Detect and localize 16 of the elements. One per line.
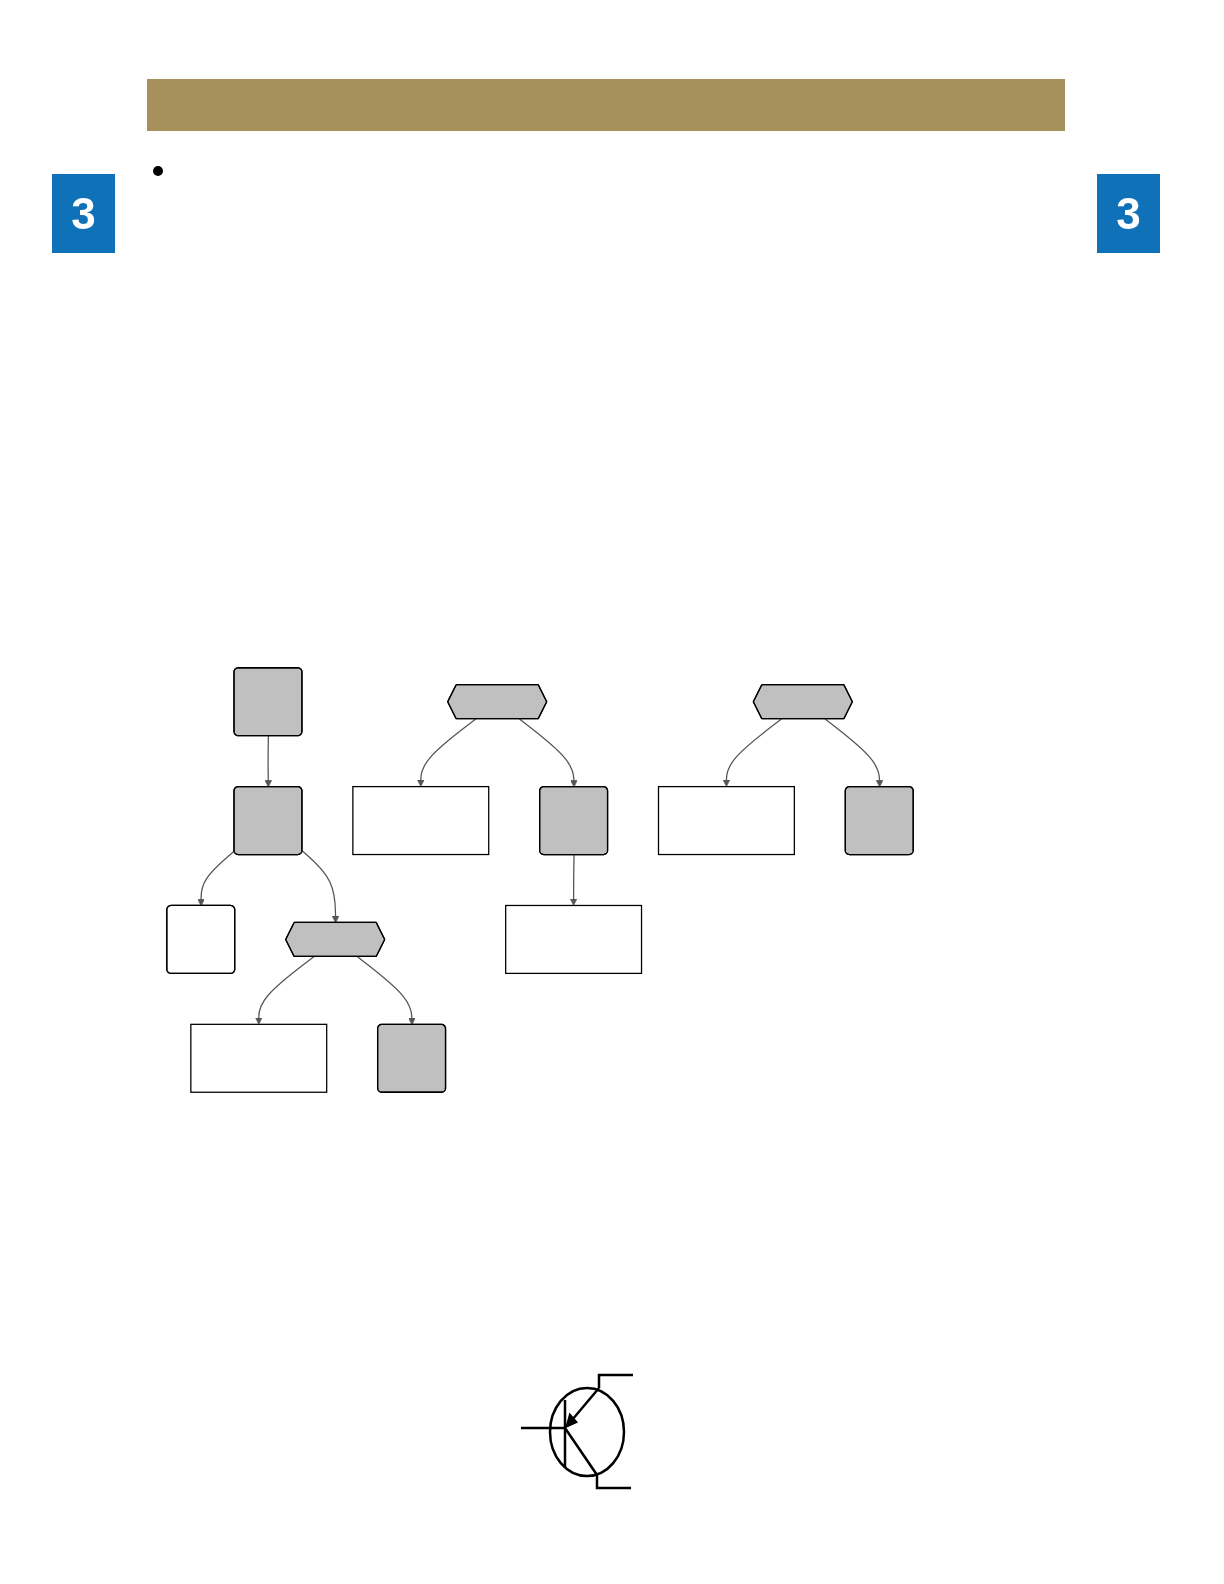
arrow — [417, 718, 477, 787]
node-box — [657, 785, 795, 856]
arrow — [255, 956, 315, 1025]
arrow — [197, 850, 236, 907]
arrow — [824, 718, 884, 788]
chapter-tab: 3 — [1097, 174, 1160, 253]
arrow — [301, 850, 340, 924]
node-box — [190, 1023, 328, 1093]
node-box — [352, 785, 490, 856]
arrow — [569, 854, 578, 906]
chapter-tab: 3 — [52, 174, 115, 253]
arrow — [264, 735, 272, 788]
arrow — [518, 718, 578, 788]
node-box — [505, 904, 643, 975]
arrow — [356, 956, 416, 1026]
arrow — [722, 718, 783, 787]
